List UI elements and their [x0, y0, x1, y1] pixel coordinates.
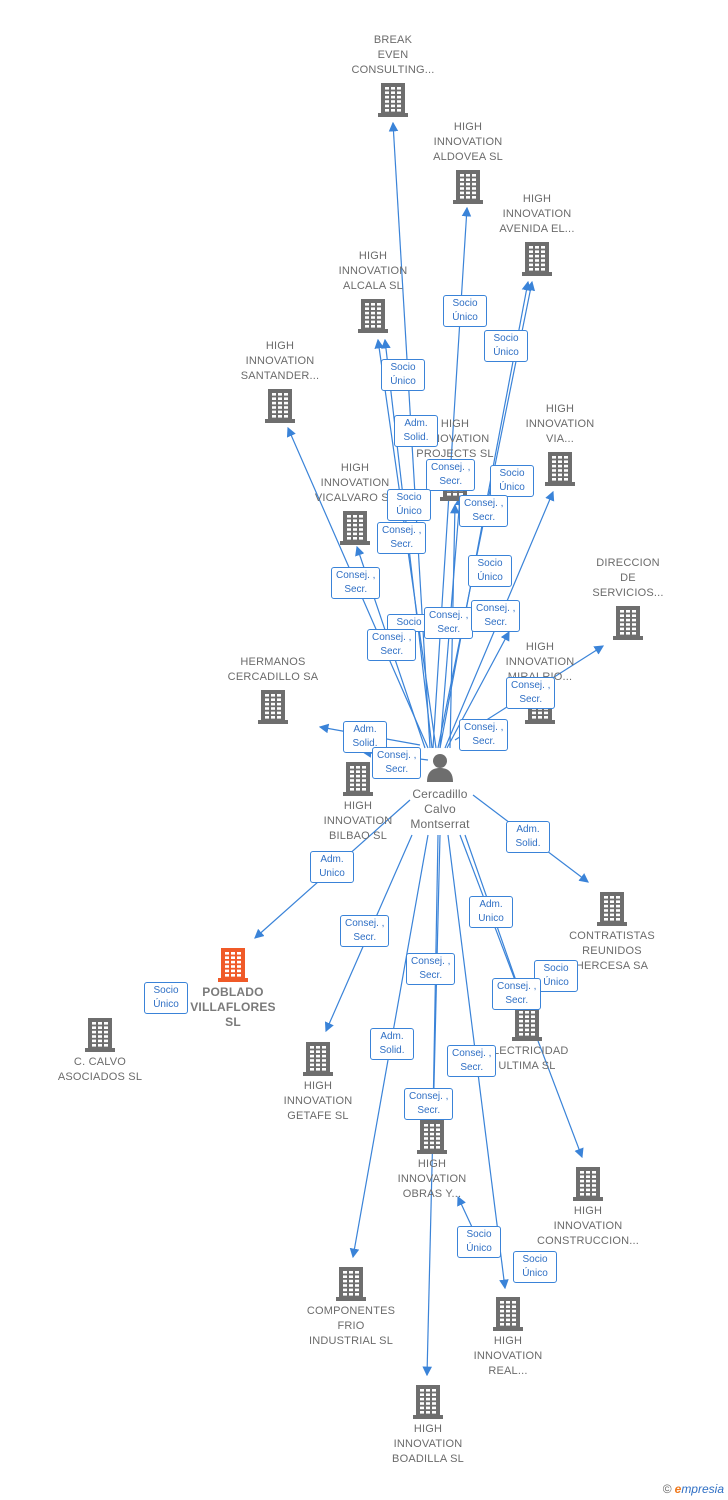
company-node-frio[interactable]: COMPONENTES FRIO INDUSTRIAL SL	[286, 1265, 416, 1349]
company-name: HIGH INNOVATION PROJECTS SL	[416, 418, 494, 460]
company-name: HIGH INNOVATION AVENIDA EL...	[499, 193, 575, 235]
relation-label[interactable]: Consej. , Secr.	[367, 629, 417, 661]
company-name: HIGH INNOVATION ALCALA SL	[338, 250, 408, 292]
company-node-getafe[interactable]: HIGH INNOVATION GETAFE SL	[253, 1040, 383, 1124]
relation-label[interactable]: Consej. , Secr.	[506, 677, 556, 709]
relation-label[interactable]: Socio Único	[484, 330, 528, 362]
company-name: HIGH INNOVATION VICALVARO SL	[314, 462, 395, 504]
relation-edge	[446, 630, 510, 749]
company-name: HERMANOS CERCADILLO SA	[227, 656, 319, 683]
building-icon	[563, 604, 693, 640]
company-node-calvo[interactable]: C. CALVO ASOCIADOS SL	[35, 1016, 165, 1085]
relation-label[interactable]: Consej. , Secr.	[404, 1088, 454, 1120]
building-icon	[215, 387, 345, 423]
relation-label[interactable]: Consej. , Secr.	[377, 522, 427, 554]
building-icon	[363, 1383, 493, 1419]
company-node-aldovea[interactable]: HIGH INNOVATION ALDOVEA SL	[403, 120, 533, 204]
company-node-vicalvaro[interactable]: HIGH INNOVATION VICALVARO SL	[290, 461, 420, 545]
relation-label[interactable]: Socio Único	[457, 1226, 501, 1258]
building-icon	[208, 688, 338, 724]
center-person[interactable]: Cercadillo Calvo Montserrat	[380, 752, 500, 832]
relation-label[interactable]: Consej. , Secr.	[406, 953, 456, 985]
company-name: CONTRATISTAS REUNIDOS HERCESA SA	[569, 930, 655, 972]
building-icon	[367, 1118, 497, 1154]
relation-label[interactable]: Consej. , Secr.	[331, 567, 381, 599]
company-name: COMPONENTES FRIO INDUSTRIAL SL	[306, 1305, 396, 1347]
company-node-alcala[interactable]: HIGH INNOVATION ALCALA SL	[308, 249, 438, 333]
relation-label[interactable]: Consej. , Secr.	[447, 1045, 497, 1077]
company-name: HIGH INNOVATION REAL...	[473, 1335, 543, 1377]
relation-label[interactable]: Socio Único	[381, 359, 425, 391]
company-name: HIGH INNOVATION OBRAS Y...	[397, 1158, 467, 1200]
relation-label[interactable]: Consej. , Secr.	[459, 719, 509, 751]
company-node-bilbao[interactable]: HIGH INNOVATION BILBAO SL	[293, 760, 423, 844]
relation-label[interactable]: Adm. Solid.	[394, 415, 438, 447]
relation-label[interactable]: Consej. , Secr.	[426, 459, 476, 491]
building-icon	[308, 297, 438, 333]
company-name: HIGH INNOVATION CONSTRUCCION...	[537, 1205, 639, 1247]
center-person-name: Cercadillo Calvo Montserrat	[410, 787, 470, 831]
relation-label[interactable]: Adm. Solid.	[370, 1028, 414, 1060]
company-node-boadilla[interactable]: HIGH INNOVATION BOADILLA SL	[363, 1383, 493, 1467]
company-node-via[interactable]: HIGH INNOVATION VIA...	[495, 402, 625, 486]
relation-label[interactable]: Consej. , Secr.	[424, 607, 474, 639]
building-icon	[328, 81, 458, 117]
company-name: HIGH INNOVATION GETAFE SL	[283, 1080, 353, 1122]
relation-label[interactable]: Socio Único	[144, 982, 188, 1014]
relation-label[interactable]: Consej. , Secr.	[471, 600, 521, 632]
company-name: HIGH INNOVATION VIA...	[525, 403, 595, 445]
building-icon	[547, 890, 677, 926]
company-node-electricidad[interactable]: ELECTRICIDAD ULTIMA SL	[462, 1005, 592, 1074]
relation-label[interactable]: Socio Único	[387, 489, 431, 521]
relation-label[interactable]: Socio Único	[513, 1251, 557, 1283]
building-icon	[472, 240, 602, 276]
company-name: C. CALVO ASOCIADOS SL	[57, 1056, 143, 1083]
relation-label[interactable]: Adm. Unico	[469, 896, 513, 928]
relation-label[interactable]: Consej. , Secr.	[372, 747, 422, 779]
relation-label[interactable]: Consej. , Secr.	[492, 978, 542, 1010]
building-icon	[253, 1040, 383, 1076]
company-node-avenida[interactable]: HIGH INNOVATION AVENIDA EL...	[472, 192, 602, 276]
company-name: ELECTRICIDAD ULTIMA SL	[485, 1045, 569, 1072]
building-icon	[403, 168, 533, 204]
relation-label[interactable]: Socio Único	[443, 295, 487, 327]
building-icon	[286, 1265, 416, 1301]
relation-label[interactable]: Socio Único	[468, 555, 512, 587]
building-icon	[443, 1295, 573, 1331]
company-node-poblado[interactable]: POBLADO VILLAFLORES SL	[168, 946, 298, 1030]
company-node-santander[interactable]: HIGH INNOVATION SANTANDER...	[215, 339, 345, 423]
company-name: HIGH INNOVATION SANTANDER...	[240, 340, 320, 382]
company-node-direccion[interactable]: DIRECCION DE SERVICIOS...	[563, 556, 693, 640]
building-icon	[35, 1016, 165, 1052]
relation-label[interactable]: Adm. Solid.	[506, 821, 550, 853]
empresia-logo: ©empresia	[662, 1482, 724, 1496]
person-icon	[427, 754, 453, 782]
company-node-contratistas[interactable]: CONTRATISTAS REUNIDOS HERCESA SA	[547, 890, 677, 974]
company-node-obras[interactable]: HIGH INNOVATION OBRAS Y...	[367, 1118, 497, 1202]
company-node-real[interactable]: HIGH INNOVATION REAL...	[443, 1295, 573, 1379]
company-name: DIRECCION DE SERVICIOS...	[592, 557, 664, 599]
building-icon	[293, 760, 423, 796]
company-name: BREAK EVEN CONSULTING...	[351, 34, 435, 76]
building-icon	[290, 509, 420, 545]
building-icon	[168, 946, 298, 982]
company-name: POBLADO VILLAFLORES SL	[190, 985, 276, 1029]
building-icon	[523, 1165, 653, 1201]
building-icon	[495, 450, 625, 486]
relation-label[interactable]: Consej. , Secr.	[459, 495, 509, 527]
company-name: HIGH INNOVATION BOADILLA SL	[392, 1423, 464, 1465]
relation-label[interactable]: Adm. Unico	[310, 851, 354, 883]
relation-label[interactable]: Consej. , Secr.	[340, 915, 390, 947]
company-node-hermanos[interactable]: HERMANOS CERCADILLO SA	[208, 655, 338, 724]
building-icon	[462, 1005, 592, 1041]
company-name: HIGH INNOVATION ALDOVEA SL	[433, 121, 503, 163]
company-node-break-even[interactable]: BREAK EVEN CONSULTING...	[328, 33, 458, 117]
relation-label[interactable]: Socio Único	[534, 960, 578, 992]
company-node-construccion[interactable]: HIGH INNOVATION CONSTRUCCION...	[523, 1165, 653, 1249]
company-name: HIGH INNOVATION BILBAO SL	[323, 800, 393, 842]
relation-label[interactable]: Socio Único	[490, 465, 534, 497]
